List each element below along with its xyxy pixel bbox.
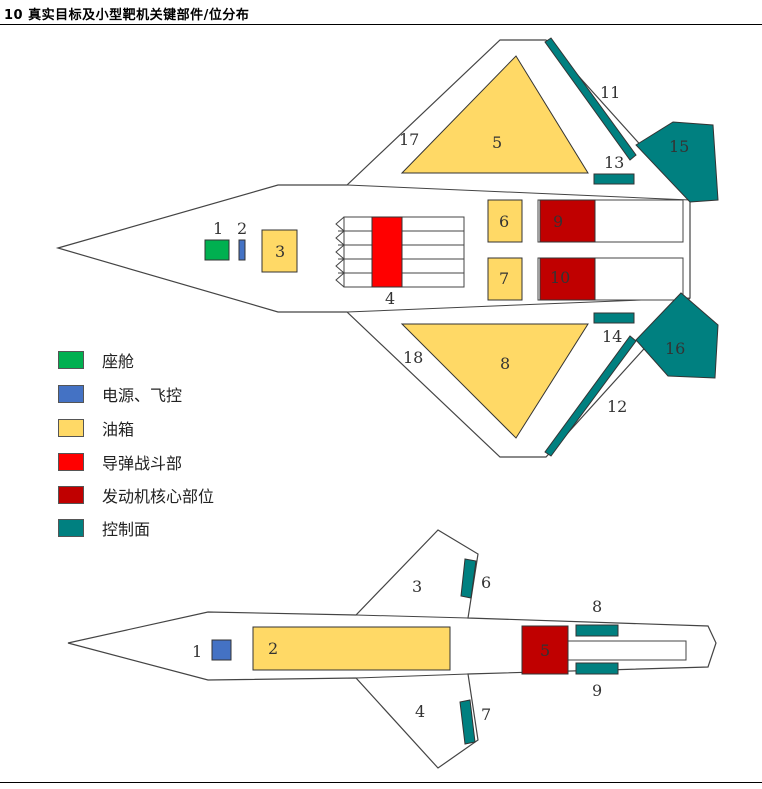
bottom-label-1: 1	[192, 642, 202, 661]
bottom-divider	[0, 782, 762, 783]
bottom-label-7: 7	[481, 705, 491, 724]
bottom-label-3: 3	[412, 577, 422, 596]
bottom-control-9	[575, 662, 619, 675]
legend-swatch-engine	[58, 486, 84, 504]
bottom-control-8	[575, 624, 619, 637]
top-control-13	[593, 173, 635, 185]
legend-label-power: 电源、飞控	[102, 386, 183, 405]
bottom-control-7	[459, 699, 476, 745]
top-missile-bay	[335, 216, 465, 288]
legend-label-engine: 发动机核心部位	[102, 487, 215, 506]
top-label-1: 1	[213, 219, 223, 238]
legend-swatch-cockpit	[58, 351, 84, 369]
top-label-13: 13	[604, 153, 624, 172]
bottom-wing-root-upper	[355, 614, 469, 619]
legend-item-fuel: 油箱	[58, 418, 135, 439]
top-body-line-upper	[346, 184, 691, 201]
top-control-14	[593, 312, 635, 324]
legend-label-control: 控制面	[102, 520, 151, 539]
figure-title: 10 真实目标及小型靶机关键部件/位分布	[4, 8, 250, 23]
top-control-11	[544, 37, 637, 161]
top-label-3: 3	[275, 242, 285, 261]
bottom-label-4: 4	[415, 702, 425, 721]
top-warhead	[371, 216, 403, 288]
top-power	[238, 239, 246, 261]
bottom-aircraft: 1 2 3 4 5 6 7 8 9	[67, 529, 717, 769]
top-engine-10	[539, 257, 596, 301]
legend-item-warhead: 导弹战斗部	[58, 452, 183, 473]
top-cockpit	[204, 239, 230, 261]
bottom-power-1	[211, 639, 232, 661]
top-label-14: 14	[602, 327, 622, 346]
top-fuel-3	[261, 229, 298, 273]
legend-label-fuel: 油箱	[102, 420, 135, 439]
top-divider	[0, 24, 762, 25]
bottom-control-6	[460, 558, 477, 599]
top-fuel-7	[487, 257, 523, 301]
bottom-label-8: 8	[592, 597, 602, 616]
top-label-16: 16	[665, 339, 685, 358]
top-label-9: 9	[553, 212, 563, 231]
legend-swatch-control	[58, 519, 84, 537]
bottom-label-5: 5	[540, 641, 550, 660]
top-aircraft: 1 2 3 4 5 6 7 8 9 10 11 12 13 14 15 16 1…	[55, 37, 719, 458]
top-engine-9	[539, 199, 596, 243]
legend-swatch-warhead	[58, 453, 84, 471]
bottom-label-6: 6	[481, 573, 491, 592]
top-fuel-5	[400, 55, 589, 174]
top-control-16	[635, 292, 719, 379]
top-control-12	[544, 335, 637, 457]
bottom-label-2: 2	[268, 639, 278, 658]
bottom-wing-root-lower	[355, 673, 469, 679]
legend-label-warhead: 导弹战斗部	[102, 454, 183, 473]
top-label-15: 15	[669, 137, 689, 156]
top-label-4: 4	[385, 289, 395, 308]
top-label-11: 11	[600, 83, 620, 102]
top-label-17: 17	[399, 130, 419, 149]
top-label-10: 10	[550, 268, 570, 287]
legend-label-cockpit: 座舱	[102, 352, 135, 371]
top-label-18: 18	[403, 348, 423, 367]
legend-item-power: 电源、飞控	[58, 384, 183, 405]
bottom-engine-5	[521, 625, 569, 675]
legend-swatch-fuel	[58, 419, 84, 437]
legend-item-control: 控制面	[58, 518, 151, 539]
top-fuel-8	[400, 323, 589, 439]
legend-item-engine: 发动机核心部位	[58, 485, 215, 506]
top-fuel-6	[487, 199, 523, 243]
top-label-7: 7	[499, 269, 509, 288]
top-label-6: 6	[499, 212, 509, 231]
top-label-12: 12	[607, 397, 627, 416]
top-label-5: 5	[492, 133, 502, 152]
bottom-nozzle	[567, 640, 687, 661]
legend-swatch-power	[58, 385, 84, 403]
top-label-2: 2	[237, 219, 247, 238]
top-label-8: 8	[500, 354, 510, 373]
top-control-15	[635, 121, 719, 203]
bottom-fuel-2	[252, 626, 451, 671]
legend-item-cockpit: 座舱	[58, 350, 135, 371]
bottom-label-9: 9	[592, 681, 602, 700]
